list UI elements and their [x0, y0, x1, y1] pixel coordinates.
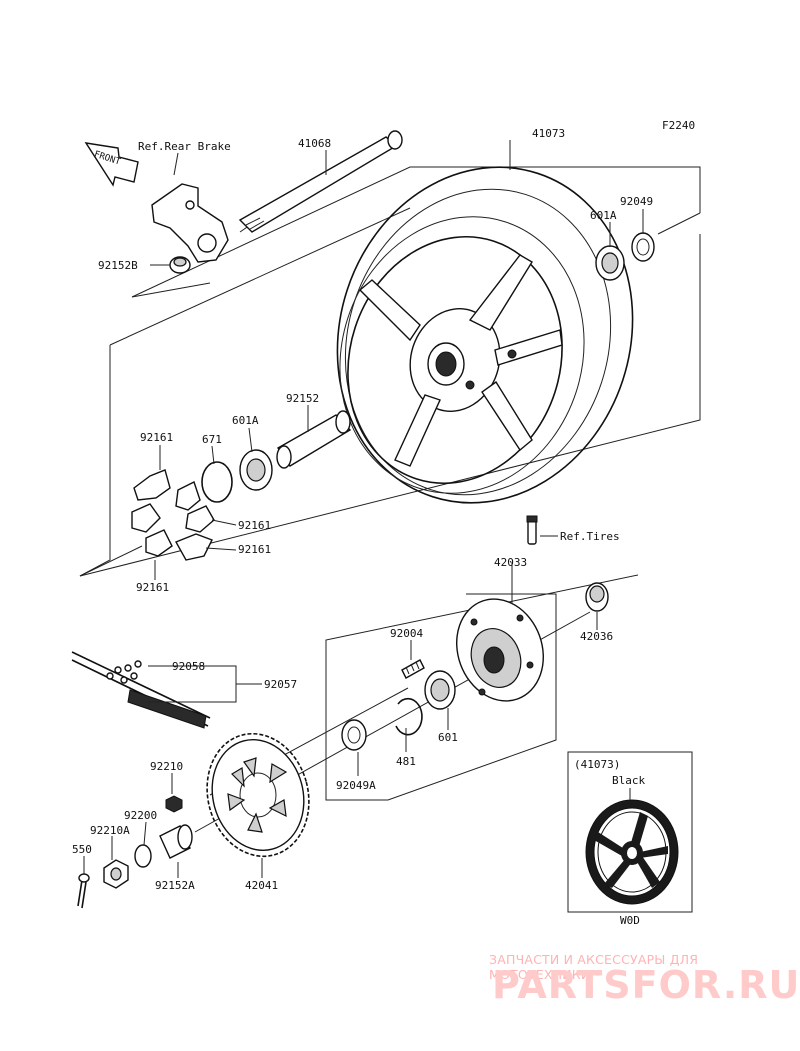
label-ref-rear-brake: Ref.Rear Brake — [138, 140, 231, 153]
label-601a-top: 601A — [590, 209, 617, 222]
hub-42033 — [456, 598, 544, 702]
frame-line-hub — [325, 574, 639, 801]
seal-92049 — [631, 232, 655, 262]
chain-92057 — [71, 651, 211, 729]
inset-ref: (41073) — [574, 758, 620, 771]
watermark-brand: PARTSFOR.RU — [492, 963, 800, 1007]
label-92161-b: 92161 — [238, 519, 271, 532]
bearing-601a-mid — [239, 449, 273, 491]
black-wheel-thumbnail — [585, 799, 679, 905]
o-ring-671 — [201, 461, 233, 503]
nut-92210 — [165, 795, 183, 813]
label-671: 671 — [202, 433, 222, 446]
label-42041: 42041 — [245, 879, 278, 892]
frame-line-damper — [79, 545, 143, 577]
frame-line-top — [131, 166, 701, 298]
tire-valve — [526, 515, 538, 545]
rear-wheel-41073 — [336, 166, 634, 504]
label-481: 481 — [396, 755, 416, 768]
collar-92152a — [159, 824, 193, 859]
label-92152: 92152 — [286, 392, 319, 405]
label-92057: 92057 — [264, 678, 297, 691]
frame-line-top-right — [657, 212, 701, 235]
front-arrow-icon: FRONT — [84, 142, 139, 187]
label-ref-tires: Ref.Tires — [560, 530, 620, 543]
cotter-pin-550 — [77, 873, 90, 909]
nut-92210a — [103, 859, 129, 889]
label-601: 601 — [438, 731, 458, 744]
label-41068: 41068 — [298, 137, 331, 150]
frame-line-left — [79, 345, 111, 577]
label-92200: 92200 — [124, 809, 157, 822]
label-550: 550 — [72, 843, 92, 856]
inset-color-label: Black — [612, 774, 645, 787]
bearing-601a-top — [595, 245, 625, 281]
label-601a-mid: 601A — [232, 414, 259, 427]
label-92210: 92210 — [150, 760, 183, 773]
label-42036: 42036 — [580, 630, 613, 643]
watermark-tagline: ЗАПЧАСТИ И АКСЕССУАРЫ ДЛЯ МОТОТЕХНИКИ — [489, 952, 699, 982]
frame-line-right — [79, 234, 701, 577]
bearing-601 — [424, 670, 456, 710]
collar-92152b — [169, 256, 191, 274]
axle-41068 — [238, 130, 403, 233]
frame-line-axle — [131, 282, 211, 298]
label-92161-c: 92161 — [238, 543, 271, 556]
label-92004: 92004 — [390, 627, 423, 640]
label-92210a: 92210A — [90, 824, 130, 837]
color-variant-inset: (41073) Black W0D — [567, 751, 693, 927]
label-41073: 41073 — [532, 127, 565, 140]
seal-92049a — [341, 719, 367, 751]
leader-lines — [83, 140, 644, 878]
frame-line-mid — [109, 207, 411, 346]
label-92152b: 92152B — [98, 259, 138, 272]
collar-92152 — [276, 410, 352, 469]
label-92058: 92058 — [172, 660, 205, 673]
label-92161-d: 92161 — [136, 581, 169, 594]
label-92161-a: 92161 — [140, 431, 173, 444]
label-92049a: 92049A — [336, 779, 376, 792]
stud-92004 — [401, 659, 425, 679]
label-92152a: 92152A — [155, 879, 195, 892]
damper-92161-group — [131, 469, 215, 561]
label-92049: 92049 — [620, 195, 653, 208]
diagram-code: F2240 — [662, 119, 695, 132]
collar-42036 — [585, 582, 609, 612]
rear-brake-bracket — [151, 183, 229, 263]
circlip-481 — [395, 697, 423, 736]
washer-92200 — [134, 844, 152, 868]
inset-code: W0D — [620, 914, 640, 927]
label-42033: 42033 — [494, 556, 527, 569]
sprocket-42041 — [206, 732, 310, 858]
